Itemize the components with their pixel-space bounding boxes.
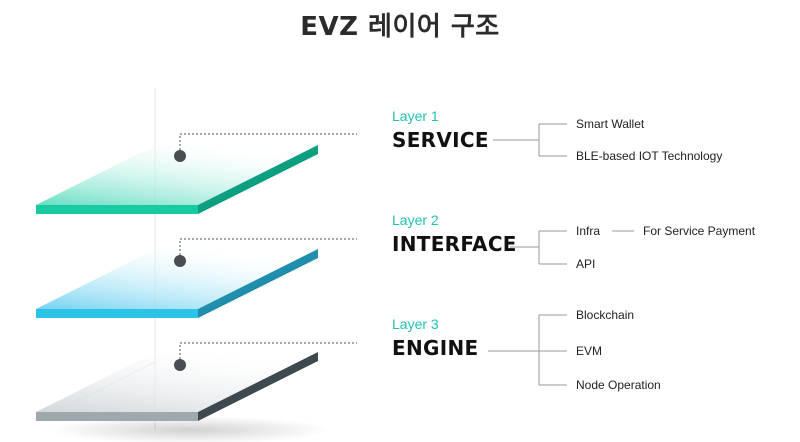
layer-3-heading: Layer 3 ENGINE [392,316,478,360]
layer-1-item-ble-iot: BLE-based IOT Technology [576,149,723,163]
layer-2-node [174,255,186,267]
layer-2-item-infra: Infra [576,224,601,238]
layer-3-plate [36,342,357,421]
layer-1-heading: Layer 1 SERVICE [392,108,489,152]
layer-3-connector [488,314,567,386]
layer-1-plate [36,133,357,214]
layer-2-item-api: API [576,257,596,271]
layer-3-name: ENGINE [392,336,479,360]
layer-1-connector [493,123,567,157]
floor-shadow [50,416,330,442]
layer-2-plate [36,238,357,318]
layer-1-name: SERVICE [392,128,489,152]
layer-2-heading: Layer 2 INTERFACE [392,212,517,256]
layer-1-number: Layer 1 [392,108,439,124]
layer-3-item-evm: EVM [576,344,603,358]
layer-1-item-smart-wallet: Smart Wallet [576,117,645,131]
layer-3-node [174,359,186,371]
layer-2-name: INTERFACE [392,232,517,256]
layer-2-item-infra-sub: For Service Payment [643,224,756,238]
diagram-title: EVZ 레이어 구조 [300,12,500,42]
layer-3-item-node-operation: Node Operation [576,378,661,392]
layer-1-node [174,150,186,162]
layer-3-item-blockchain: Blockchain [576,308,635,322]
layer-2-number: Layer 2 [392,212,439,228]
layer-3-number: Layer 3 [392,316,439,332]
layer-2-connector [510,230,634,265]
